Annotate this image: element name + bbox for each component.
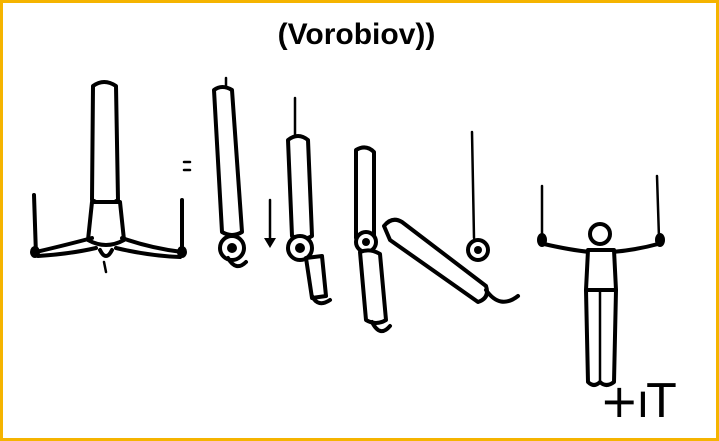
equals-symbol [182,160,192,172]
head [588,222,612,246]
head [226,256,248,269]
arm-left [542,242,592,254]
figure-frame-2 [212,76,248,269]
hand [362,238,370,246]
ring-strap-left [32,193,38,257]
hand [295,243,305,253]
arm-right-under [114,246,182,259]
hand-left [30,246,40,258]
down-arrow-icon [264,198,276,248]
legs [90,80,120,206]
head [370,320,392,334]
hand-right [177,246,187,258]
arm-left-under [36,246,98,258]
torso [584,248,618,292]
ring-strap [470,130,476,240]
figure-frame-3 [286,96,332,306]
head [484,288,520,304]
body [212,85,244,237]
legs [286,134,314,241]
notation-symbols: +ıT [600,374,675,428]
head [310,294,332,306]
head-mark [102,260,108,274]
ring-strap-right [655,174,661,240]
arm [304,254,328,300]
hand [227,243,237,253]
hand [474,246,482,254]
figure-frame-5 [382,130,520,304]
figure-frame-4 [354,145,392,334]
arm-right [610,242,660,254]
arm-right [120,236,184,254]
legs [354,145,376,243]
figure-frame-1 [30,80,187,274]
head [98,248,114,258]
arm-left [34,236,94,254]
slide-title: (Vorobiov)) [277,18,436,51]
torso [358,248,388,325]
figure-frame-6 [537,174,665,387]
body [382,217,489,304]
